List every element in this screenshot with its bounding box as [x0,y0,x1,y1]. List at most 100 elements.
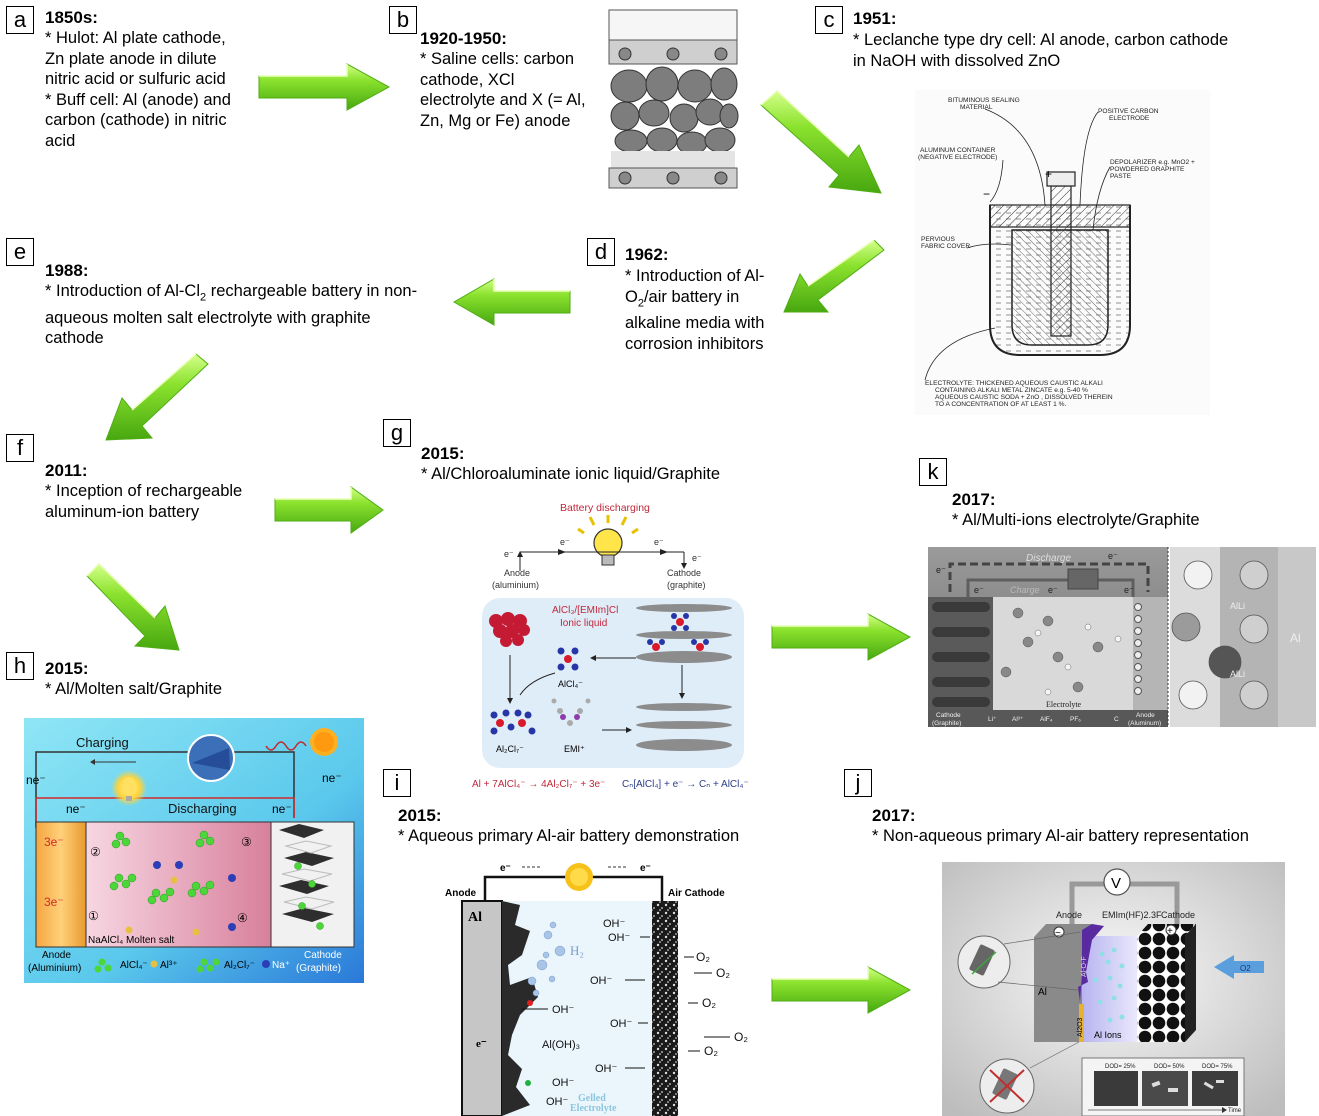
panel-label-e: e [6,238,34,266]
dod-label: DOD= 50% [1154,1064,1185,1070]
legend-pf6: PF₆ [1070,716,1081,723]
panel-f-description: * Inception of rechargeable aluminum-ion… [45,481,275,522]
arrow-down-left-icon [105,353,209,441]
anode-label-2: (Aluminum) [1128,720,1161,727]
al2o3-label: Al2O3 [1077,1017,1084,1037]
charging-label: Charging [76,735,129,750]
panel-b-year: 1920-1950: [420,29,507,48]
legend-al2cl7: Al₂Cl₇⁻ [224,960,255,971]
label-container: ALUMINUM CONTAINER [920,147,996,154]
panel-g-year: 2015: [421,444,465,463]
panel-label-g: g [383,419,411,447]
panel-d-description: * Introduction of Al- O2/air battery in … [625,266,785,354]
panel-label-k: k [919,458,947,486]
panel-label-c: c [815,6,843,34]
oxygen-label: O₂ [716,966,730,980]
molten-salt-battery-diagram: Charging Discharging ne⁻ ne⁻ ne⁻ ne⁻ 3e⁻… [24,718,364,983]
label-positive: POSITIVE CARBON [1098,108,1159,115]
panel-d-line: corrosion inhibitors [625,334,764,353]
saline-cell-illustration [608,9,739,189]
electrolyte-label: EMIm(HF)2.3F [1102,910,1162,920]
alli-label: AlLi [1230,601,1245,611]
electron-label: e⁻ [936,565,946,575]
ionic-liquid-battery-diagram: Battery discharging e⁻ e⁻ e⁻ e⁻ Anode (a… [472,502,749,790]
arrow-down-left-icon [783,240,885,313]
electron-label: ne⁻ [322,771,342,785]
legend-na: Na⁺ [272,960,290,971]
text: rechargeable battery in non- [206,282,418,300]
panel-label-h: h [6,652,34,680]
cathode-label: Cathode [667,568,701,578]
oxygen-label: O₂ [704,1044,718,1058]
text: * Introduction of Al-Cl [45,282,200,300]
time-label: Time [1228,1108,1242,1114]
electron-label: ne⁻ [272,802,292,816]
panel-d-year: 1962: [625,245,669,264]
panel-c-line: in NaOH with dissolved ZnO [853,51,1061,70]
battery-discharging-label: Battery discharging [560,502,650,514]
charge-label: Charge [1010,585,1040,595]
leclanche-cell-diagram: + − BITUMINOUS SEALING MATERIAL POSITIVE… [915,90,1210,415]
label-depolarizer-2: POWDERED GRAPHITE [1110,166,1185,173]
panel-a-year: 1850s: [45,8,98,27]
cathode-label: Cathode [1161,910,1195,920]
panel-e-description: * Introduction of Al-Cl2 rechargeable ba… [45,281,445,349]
panel-b-line: electrolyte and X (= Al, [420,91,586,109]
panel-e-line: * Introduction of Al-Cl2 rechargeable ba… [45,281,445,308]
oxygen-label: O2 [1240,964,1251,973]
panel-a-description: * Hulot: Al plate cathode, Zn plate anod… [45,28,239,151]
electron-label: e⁻ [1048,585,1058,595]
electrolyte-label: Electrolyte [1046,700,1082,709]
panel-b-line: * Saline cells: carbon [420,50,575,68]
subscript: 2 [200,291,207,304]
air-cathode-label: Air Cathode [668,888,725,899]
panel-c-year: 1951: [853,9,897,28]
panel-f-year: 2011: [45,461,88,480]
dod-label: DOD= 25% [1105,1064,1136,1070]
panel-a-line: * Hulot: Al plate cathode, [45,29,226,47]
panel-f-line: * Inception of rechargeable [45,482,243,500]
cathode-label-2: (Graphite) [932,720,961,727]
legend-alf4: AlF₄ [1040,716,1053,723]
panel-i-description: * Aqueous primary Al-air battery demonst… [398,827,740,845]
anode-label: Anode [1056,910,1082,920]
al-label: Al [468,910,482,925]
hydroxide-label: OH⁻ [595,1063,618,1075]
electron-label: e⁻ [1108,551,1118,561]
panel-e-line: aqueous molten salt electrolyte with gra… [45,308,371,327]
anode-label-2: (aluminium) [492,580,539,590]
cathode-label-2: (graphite) [667,580,706,590]
anode-label-2: (Aluminium) [28,963,81,974]
panel-j-description: * Non-aqueous primary Al-air battery rep… [872,827,1249,845]
electron-label: e⁻ [1124,585,1134,595]
anode-label: Anode [504,568,530,578]
ionic-liquid-label: AlCl₃/[EMIm]Cl [552,605,618,616]
hydroxide-label: OH⁻ [603,918,626,930]
panel-k-description: * Al/Multi-ions electrolyte/Graphite [952,511,1200,529]
electron-label: e⁻ [974,585,984,595]
cathode-label-2: (Graphite) [296,963,341,974]
anode-label: Anode [42,950,71,961]
arrow-left-icon [452,278,571,326]
h2-label: H₂ [570,943,584,958]
three-electron-label: 3e⁻ [44,835,64,849]
emi-label: EMI⁺ [564,744,585,754]
arrow-down-right-icon [760,89,882,194]
hydroxide-label: OH⁻ [610,1018,633,1030]
label-electrolyte: ELECTROLYTE: THICKENED AQUEOUS CAUSTIC A… [925,380,1103,387]
legend-alcl4: AlCl₄⁻ [120,960,148,971]
arrow-right-icon [258,63,391,111]
label-electrolyte-4: TO A CONCENTRATION OF AT LEAST 1 %. [935,401,1066,408]
cathode-label: Cathode [304,950,342,961]
non-aqueous-al-air-battery-diagram: V Anode EMIm(HF)2.3F Cathode − + Al Al-O… [942,862,1285,1116]
al-label: Al [1290,631,1301,645]
anode-label: Anode [1136,712,1155,719]
alli-label: AlLi [1230,669,1245,679]
panel-b-line: cathode, XCl [420,70,515,89]
label-sealing-2: MATERIAL [960,104,993,111]
hydroxide-label: OH⁻ [546,1096,569,1108]
dod-label: DOD= 75% [1202,1064,1233,1070]
cathode-label: Cathode [936,712,961,719]
panel-e-line: cathode [45,329,104,348]
electron-label: ne⁻ [66,802,86,816]
